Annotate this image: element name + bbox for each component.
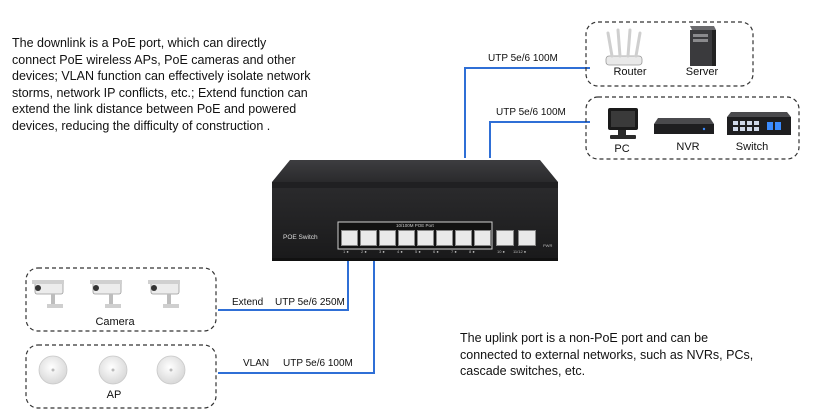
ap-icon-3 (156, 355, 186, 385)
port-number: 5 ● (415, 249, 421, 254)
poe-port-label: 10/100M POE Port (396, 223, 434, 228)
port-number: 7 ● (451, 249, 457, 254)
connection-wires (218, 67, 590, 374)
poe-port (379, 230, 396, 246)
uplink-numbers: 10 ● 11/12 ● (497, 249, 526, 254)
top2-cable-label: UTP 5e/6 100M (496, 107, 566, 118)
dashed-groups (25, 21, 800, 409)
vlan-cable-label: UTP 5e/6 100M (283, 358, 353, 369)
pc-icon (608, 108, 638, 139)
camera-label: Camera (95, 316, 135, 328)
port-number: 3 ● (379, 249, 385, 254)
ap-icon-1 (38, 355, 68, 385)
poe-port (455, 230, 472, 246)
router-icon (605, 28, 643, 66)
poe-port (474, 230, 491, 246)
port-number: 6 ● (433, 249, 439, 254)
group-pc-nvr-switch (585, 96, 800, 160)
downlink-description: The downlink is a PoE port, which can di… (12, 36, 311, 133)
top1-cable-label: UTP 5e/6 100M (488, 53, 558, 64)
vlan-mode-label: VLAN (243, 358, 270, 369)
camera-icon-1 (32, 280, 64, 308)
uplink-description: The uplink port is a non-PoE port and ca… (460, 331, 754, 378)
extend-cable-label: UTP 5e/6 250M (275, 297, 345, 308)
uplink-number: 11/12 ● (512, 249, 527, 254)
port-number: 2 ● (361, 249, 367, 254)
nvr-label: NVR (676, 141, 700, 153)
poe-port (360, 230, 377, 246)
poe-port (341, 230, 358, 246)
port-number: 8 ● (469, 249, 475, 254)
switch-icon (727, 112, 791, 135)
poe-port (436, 230, 453, 246)
server-icon (690, 26, 716, 66)
group-camera (25, 267, 217, 332)
port-numbers: 1 ● 2 ● 3 ● 4 ● 5 ● 6 ● 7 ● 8 ● (343, 249, 493, 254)
wire-top1 (464, 67, 590, 158)
camera-icon-2 (90, 280, 122, 308)
group-ap (25, 344, 217, 409)
port-number: 1 ● (343, 249, 349, 254)
poe-port (398, 230, 415, 246)
wire-vlan (218, 258, 375, 374)
nvr-icon (654, 118, 714, 134)
camera-icon-3 (148, 280, 180, 308)
ap-icon-2 (98, 355, 128, 385)
uplink-number: 10 ● (497, 249, 505, 254)
switch-name: POE Switch (283, 234, 318, 241)
pc-label: PC (614, 143, 630, 155)
extend-mode-label: Extend (232, 297, 264, 308)
poe-switch (272, 160, 558, 261)
wire-extend (218, 258, 349, 311)
server-label: Server (685, 66, 719, 78)
switch-label: Switch (735, 141, 769, 153)
wire-top2 (489, 121, 590, 158)
group-router-server (585, 21, 754, 87)
uplink-port-row (496, 230, 536, 246)
uplink-port (518, 230, 536, 246)
router-label: Router (613, 66, 647, 78)
pwr-label: PWR (543, 243, 553, 248)
port-number: 4 ● (397, 249, 403, 254)
ap-label: AP (106, 389, 122, 401)
uplink-port (496, 230, 514, 246)
poe-port-row (341, 230, 491, 246)
poe-port (417, 230, 434, 246)
